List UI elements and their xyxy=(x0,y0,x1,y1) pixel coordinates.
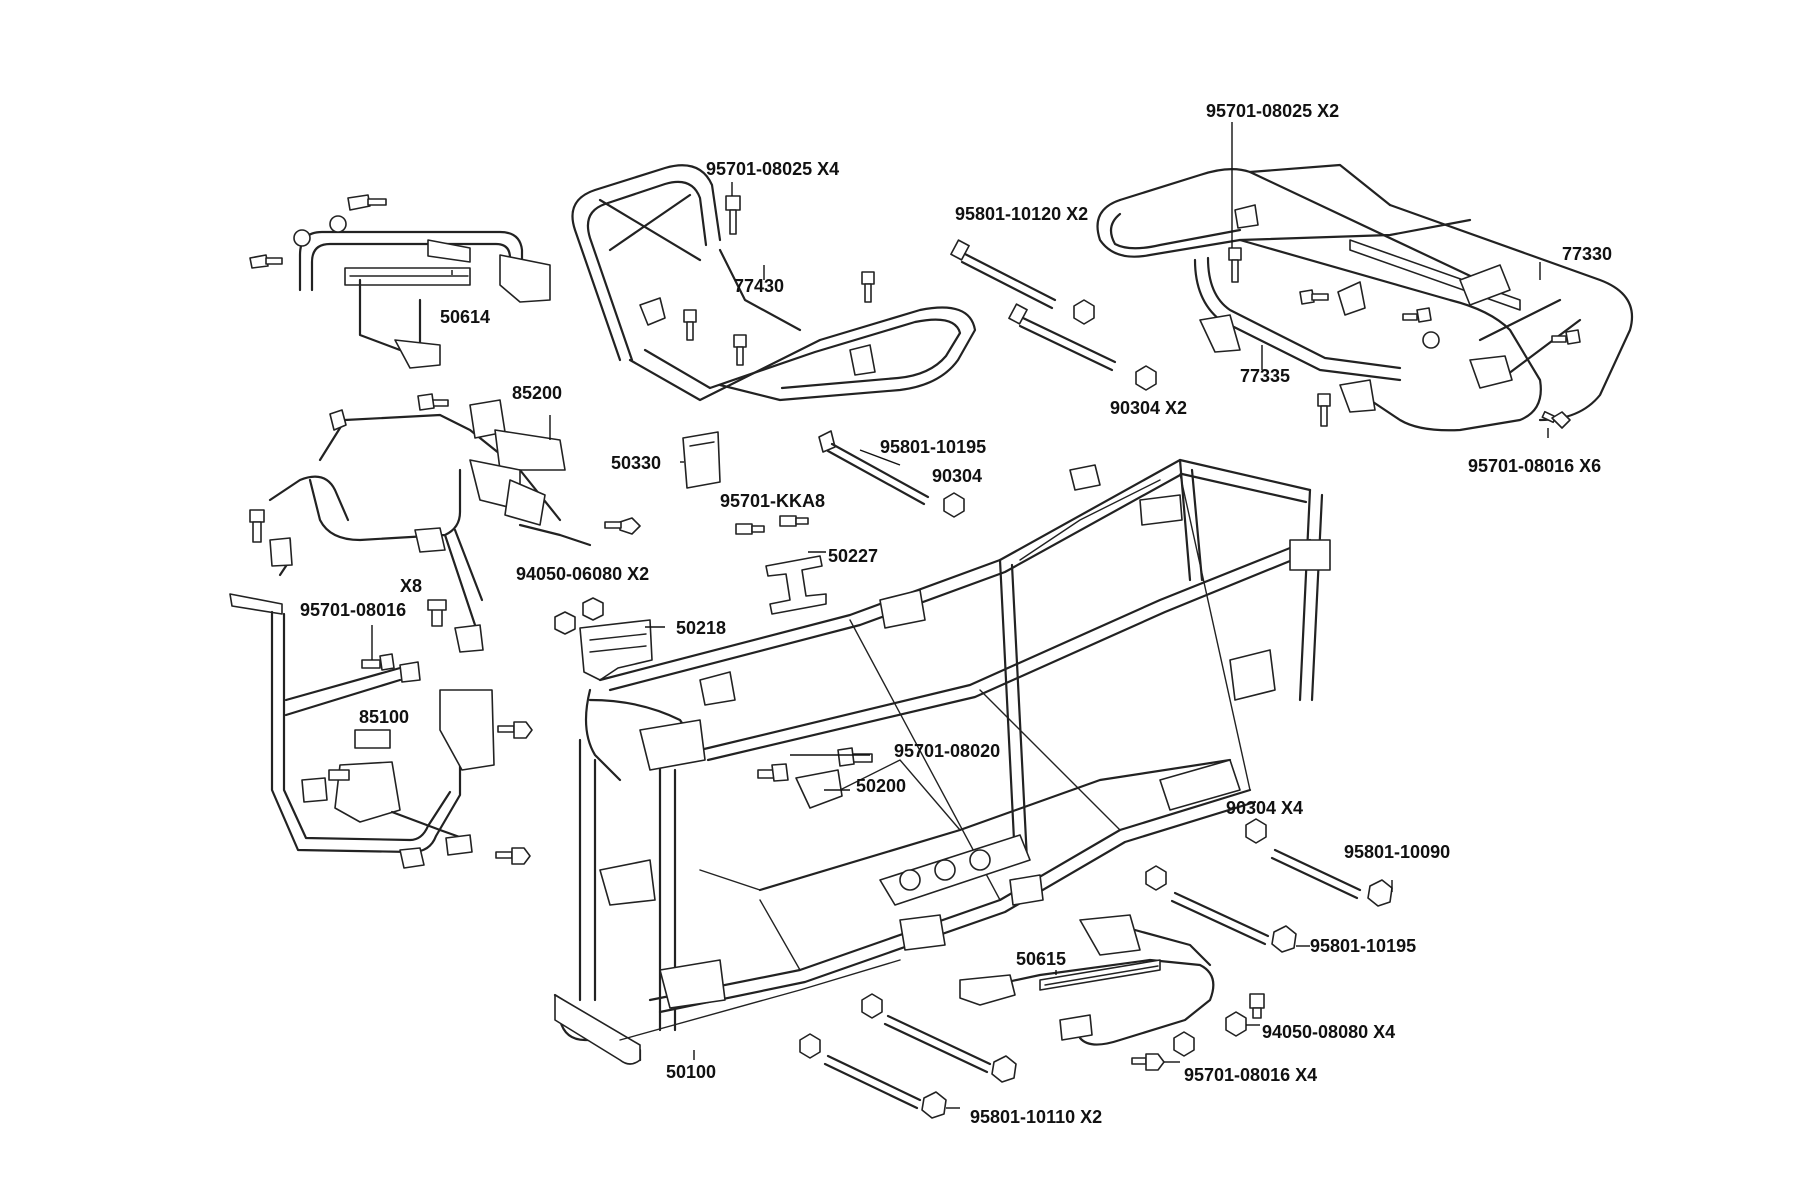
bolts-95701-kka8 xyxy=(735,515,809,535)
label-90304: 90304 xyxy=(932,466,983,486)
label-50615: 50615 xyxy=(1016,949,1067,969)
label-95701-08016: 95701-08016 xyxy=(300,600,407,620)
label-x8: X8 xyxy=(400,576,423,596)
frame-bolts xyxy=(757,747,873,809)
label-95801-10110-x2: 95801-10110 X2 xyxy=(970,1107,1103,1127)
label-95701-08016-x6: 95701-08016 X6 xyxy=(1468,456,1602,476)
rear-guard-bolts xyxy=(328,599,533,865)
label-90304-x2: 90304 X2 xyxy=(1110,398,1188,418)
footrest-50615 xyxy=(959,914,1215,1046)
label-85200: 85200 xyxy=(512,383,563,403)
label-77430: 77430 xyxy=(734,276,785,296)
rear-rack-77330 xyxy=(1096,163,1634,432)
label-77335: 77335 xyxy=(1240,366,1291,386)
bracket-50227 xyxy=(765,555,827,615)
nuts-94050-06080 xyxy=(554,597,604,635)
label-95801-10120-x2: 95801-10120 X2 xyxy=(955,204,1089,224)
label-94050-06080-x2: 94050-06080 X2 xyxy=(516,564,650,584)
label-85100: 85100 xyxy=(359,707,410,727)
label-50614: 50614 xyxy=(440,307,491,327)
bracket-50218 xyxy=(579,619,653,681)
label-50218: 50218 xyxy=(676,618,727,638)
label-95801-10090: 95801-10090 xyxy=(1344,842,1451,862)
label-94050-08080-x4: 94050-08080 X4 xyxy=(1262,1022,1396,1042)
rear-rack-lower-77335 xyxy=(1193,256,1402,413)
label-95701-08025-x2: 95701-08025 X2 xyxy=(1206,101,1340,121)
label-95701-kka8: 95701-KKA8 xyxy=(720,491,826,511)
front-rack-77430 xyxy=(571,164,977,402)
long-bolts-95801-10120 xyxy=(950,239,1157,391)
bolts-95701-08016-x4 xyxy=(1131,1053,1165,1071)
label-77330: 77330 xyxy=(1562,244,1613,264)
long-bolts-95801-10110 xyxy=(799,1014,1017,1119)
label-50100: 50100 xyxy=(666,1062,717,1082)
label-50200: 50200 xyxy=(856,776,907,796)
label-95701-08020: 95701-08020 xyxy=(894,741,1001,761)
bolt-94050-08080 xyxy=(1225,993,1265,1037)
nuts-90304-x4 xyxy=(861,818,1267,1057)
label-95801-10195-lower: 95801-10195 xyxy=(1310,936,1417,956)
rear-rack-bolts xyxy=(1228,247,1581,429)
leader-lines xyxy=(371,122,1549,1109)
long-bolt-95801-10090 xyxy=(1270,848,1393,907)
rear-guard-85100 xyxy=(229,593,495,869)
label-95701-08025-x4: 95701-08025 X4 xyxy=(706,159,840,179)
plate-50330 xyxy=(682,431,721,489)
label-95701-08016-x4: 95701-08016 X4 xyxy=(1184,1065,1318,1085)
label-90304-x4: 90304 X4 xyxy=(1226,798,1304,818)
front-rack-bolts-77430 xyxy=(683,195,875,366)
main-frame-50100 xyxy=(553,458,1331,1065)
label-50227: 50227 xyxy=(828,546,879,566)
front-rack-bolts xyxy=(249,194,387,269)
label-50330: 50330 xyxy=(611,453,662,473)
front-rack-bracket-50614 xyxy=(298,230,551,369)
label-95801-10195-upper: 95801-10195 xyxy=(880,437,987,457)
long-bolt-95801-10195-upper xyxy=(818,430,965,518)
long-bolt-95801-10195-lower xyxy=(1170,891,1297,953)
front-guard-bolts xyxy=(249,393,641,543)
front-guard-85200 xyxy=(268,399,592,653)
